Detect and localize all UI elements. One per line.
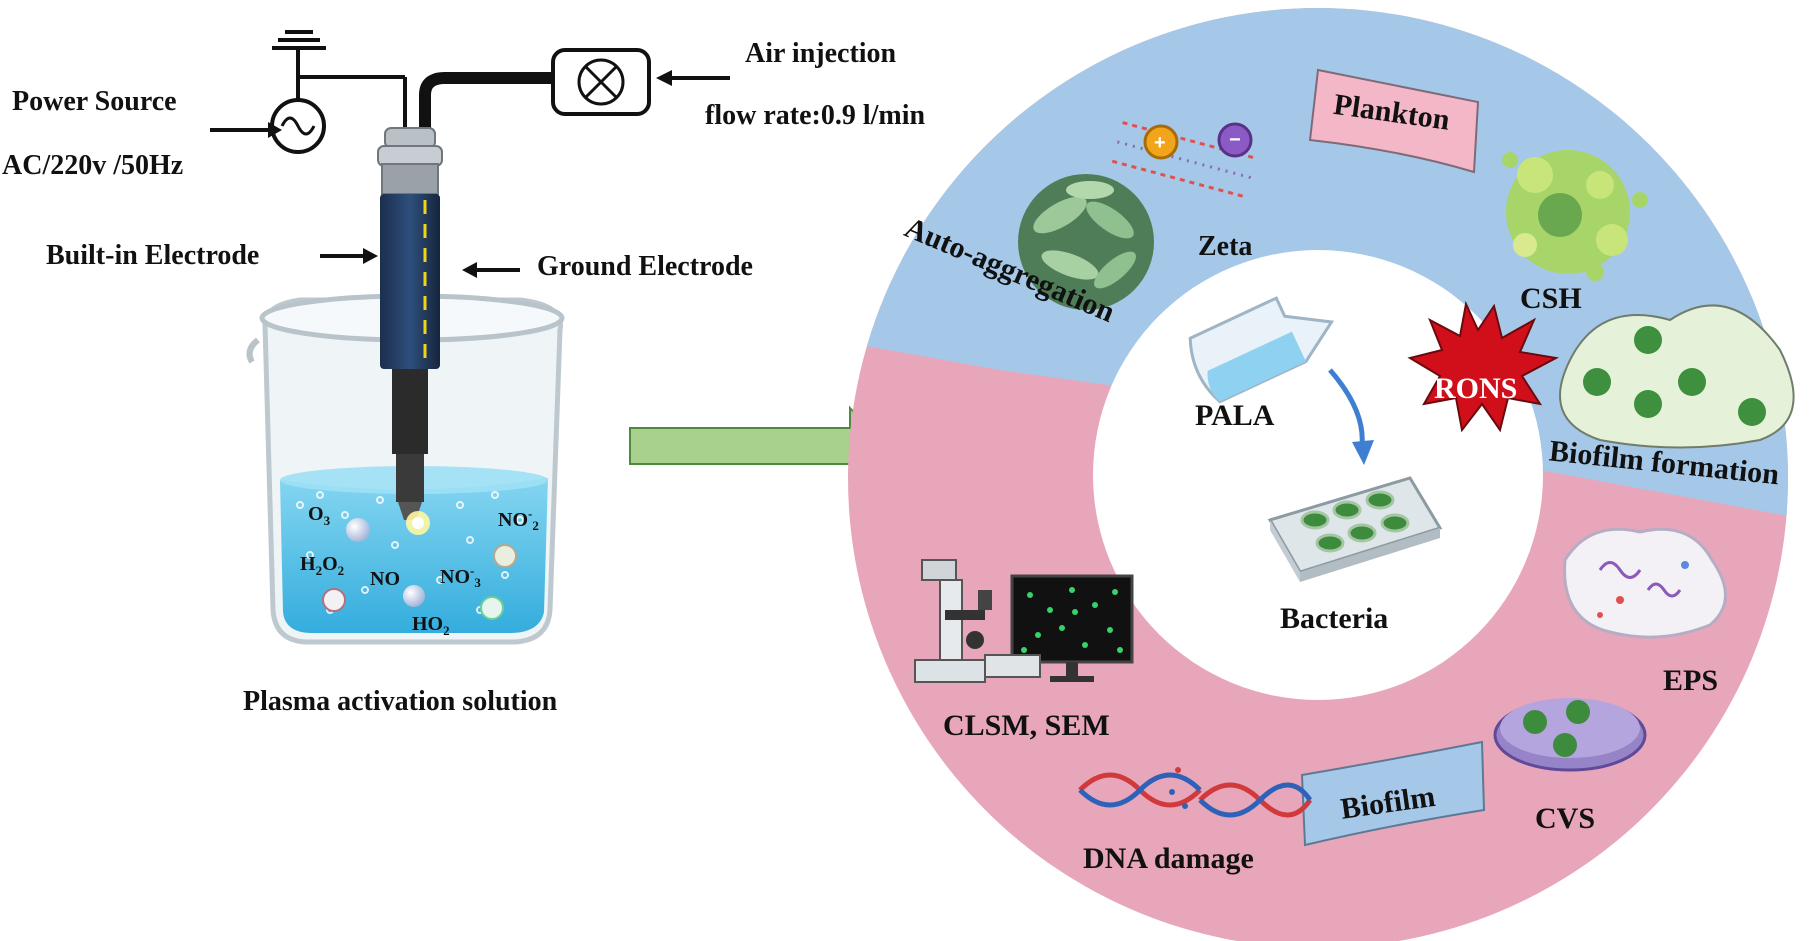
auto-aggregation-icon xyxy=(1018,174,1154,310)
air-injection-label: Air injection xyxy=(745,38,897,69)
zeta-membrane-icon: + − xyxy=(1111,121,1259,199)
petri-dish-icon xyxy=(1493,698,1647,772)
no2-label: NO-2 xyxy=(498,506,539,533)
rons-burst-icon xyxy=(1407,300,1560,433)
svg-text:−: − xyxy=(1229,129,1241,151)
biofilm-banner xyxy=(1300,740,1486,847)
csh-label: CSH xyxy=(1520,282,1582,315)
pala-label: PALA xyxy=(1195,399,1275,432)
no3-label: NO-3 xyxy=(440,563,481,590)
biofilm-formation-icon xyxy=(1559,304,1795,449)
cvs-label: CVS xyxy=(1535,802,1595,835)
caption-plasma-activation-solution: Plasma activation solution xyxy=(243,686,558,717)
well-plate-icon xyxy=(1267,476,1443,582)
csh-cell-icon xyxy=(1502,150,1648,281)
power-spec-label: AC/220v /50Hz xyxy=(2,150,183,181)
air-hose xyxy=(419,72,553,135)
dna-damage-label: DNA damage xyxy=(1083,842,1254,875)
ground-symbol xyxy=(272,30,407,130)
built-in-electrode-label: Built-in Electrode xyxy=(46,240,259,271)
power-source-label: Power Source xyxy=(12,86,177,117)
h2o2-label: H2O2 xyxy=(300,553,344,578)
plasma-probe xyxy=(377,127,443,535)
flow-rate-label: flow rate:0.9 l/min xyxy=(705,100,925,131)
ho2-label: HO2 xyxy=(412,613,450,638)
plasma-setup: O3 NO-2 H2O2 NO NO-3 HO2 Power Source AC… xyxy=(2,30,925,717)
species-bubbles xyxy=(322,518,517,620)
svg-text:+: + xyxy=(1154,132,1166,154)
process-arrow xyxy=(629,405,887,487)
plankton-banner xyxy=(1308,68,1480,174)
dna-damage-icon xyxy=(1078,767,1313,818)
rons-label: RONS xyxy=(1434,372,1517,405)
top-band-content: Plankton + − Zeta Auto-aggregation xyxy=(900,68,1795,491)
eps-icon xyxy=(1563,527,1727,639)
treatment-arrow xyxy=(1328,368,1365,446)
flask-icon xyxy=(1188,296,1335,404)
no-label: NO xyxy=(370,568,400,590)
o3-label: O3 xyxy=(308,503,331,528)
bacteria-label: Bacteria xyxy=(1280,602,1388,635)
monitor-icon xyxy=(984,574,1134,682)
clsm-sem-label: CLSM, SEM xyxy=(943,709,1110,742)
zeta-label: Zeta xyxy=(1198,231,1252,262)
bottom-band-content: CLSM, SEM EPS CVS Biofilm xyxy=(914,527,1727,875)
center-content: PALA RONS Bacteria xyxy=(1188,296,1560,635)
microscope-icon xyxy=(914,559,992,683)
eps-label: EPS xyxy=(1663,664,1718,697)
ground-electrode-label: Ground Electrode xyxy=(537,251,753,282)
